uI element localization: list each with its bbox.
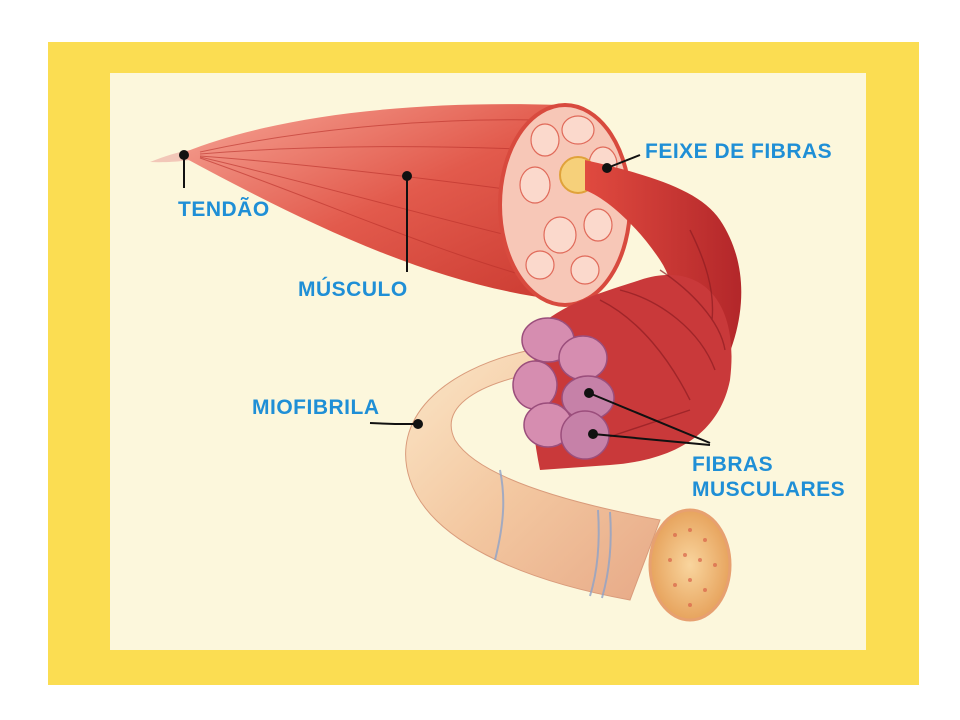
muscle-body	[185, 104, 594, 300]
pointer-dots	[179, 150, 612, 439]
label-muscle-fibers-line1: FIBRAS	[692, 453, 774, 476]
blood-vessels	[599, 229, 726, 441]
myofibril-end	[648, 508, 732, 622]
label-tendon: TENDÃO	[178, 198, 270, 221]
label-fiber-bundle: FEIXE DE FIBRAS	[645, 140, 833, 163]
label-muscle-fibers-line2: MUSCULARES	[692, 478, 846, 501]
myofibril-tube	[405, 349, 661, 601]
pointer-lines	[183, 154, 711, 446]
label-myofibril: MIOFIBRILA	[252, 396, 380, 419]
myofibril-bands	[494, 469, 612, 599]
muscle-fibers-group	[512, 317, 615, 460]
myofibril-end-dots	[668, 528, 717, 607]
label-muscle: MÚSCULO	[298, 278, 408, 301]
